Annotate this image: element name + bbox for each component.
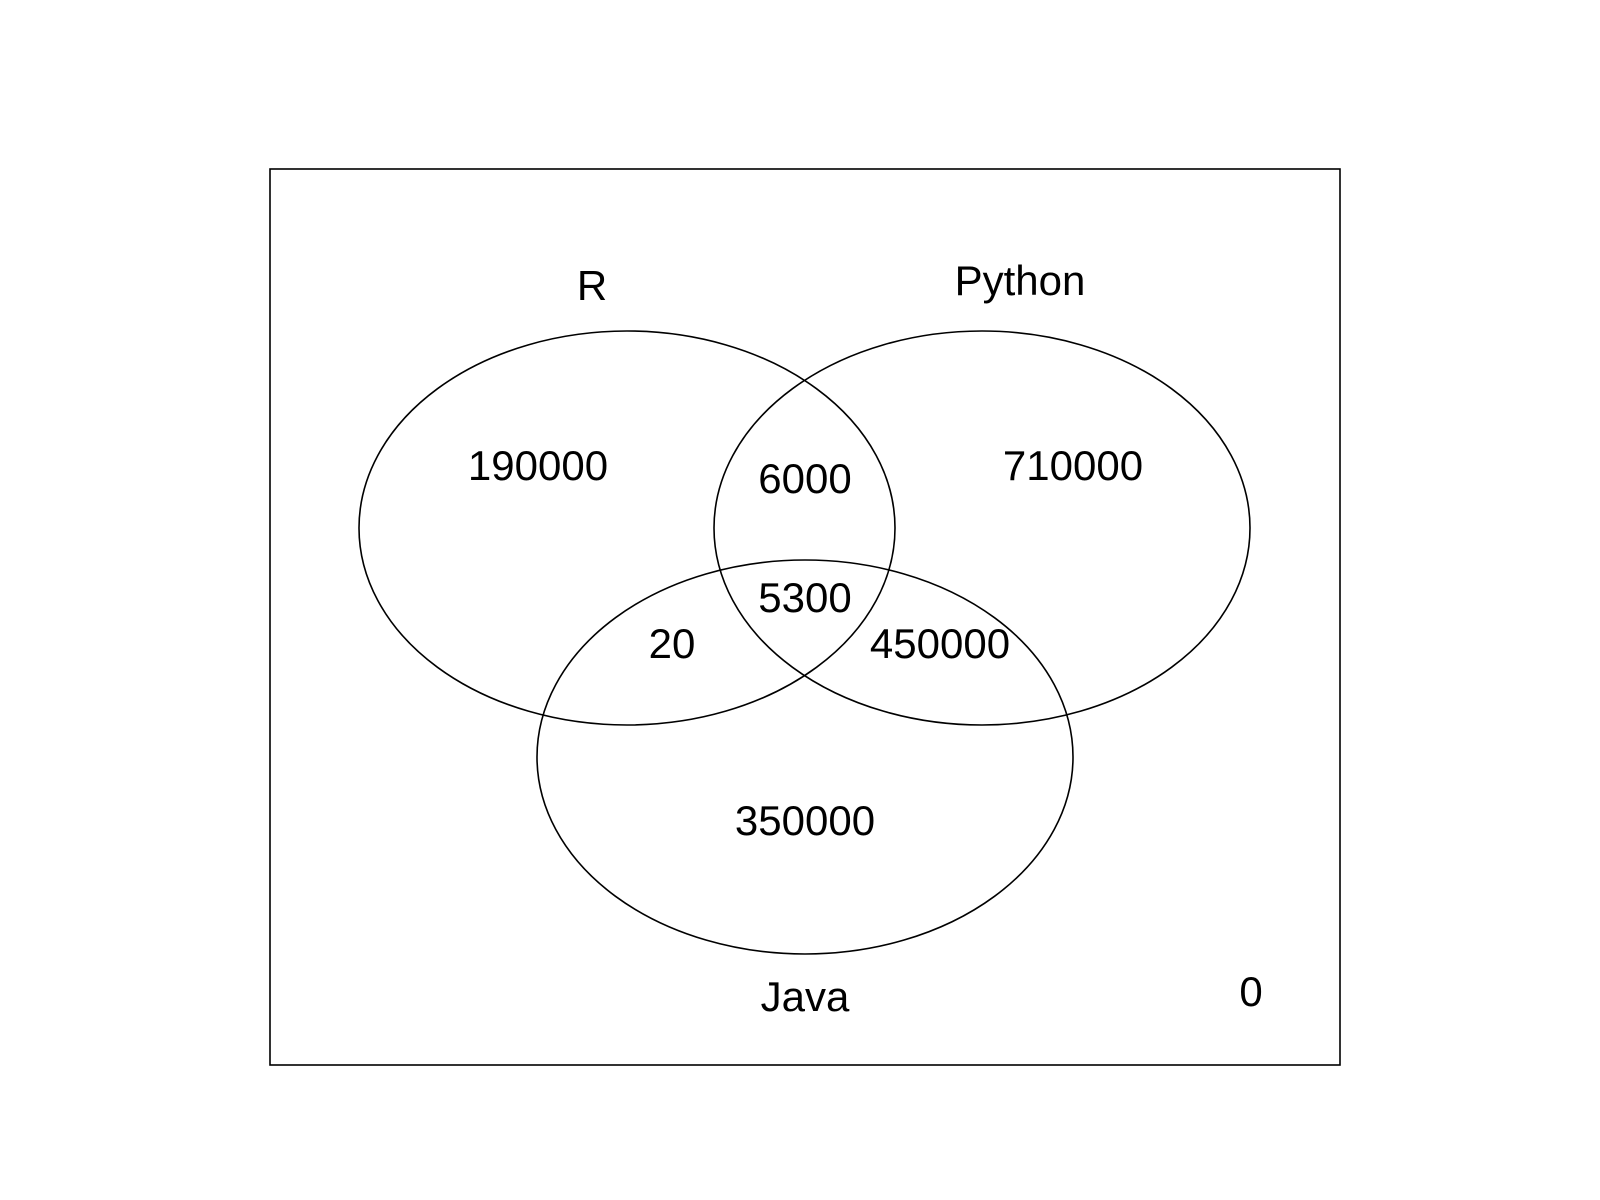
region-python-only: 710000 (1003, 442, 1143, 489)
set-python-ellipse (713, 330, 1251, 726)
set-label-python: Python (955, 257, 1086, 304)
region-python-java: 450000 (870, 620, 1010, 667)
region-r-python-java: 5300 (758, 574, 851, 621)
region-r-only: 190000 (468, 442, 608, 489)
set-r-ellipse (358, 330, 896, 726)
region-r-java: 20 (649, 620, 696, 667)
region-outside: 0 (1239, 968, 1262, 1015)
region-r-python: 6000 (758, 455, 851, 502)
set-java-ellipse (536, 559, 1074, 955)
universe-frame (269, 168, 1341, 1066)
set-label-java: Java (761, 973, 850, 1020)
set-label-r: R (577, 262, 607, 309)
region-java-only: 350000 (735, 797, 875, 844)
